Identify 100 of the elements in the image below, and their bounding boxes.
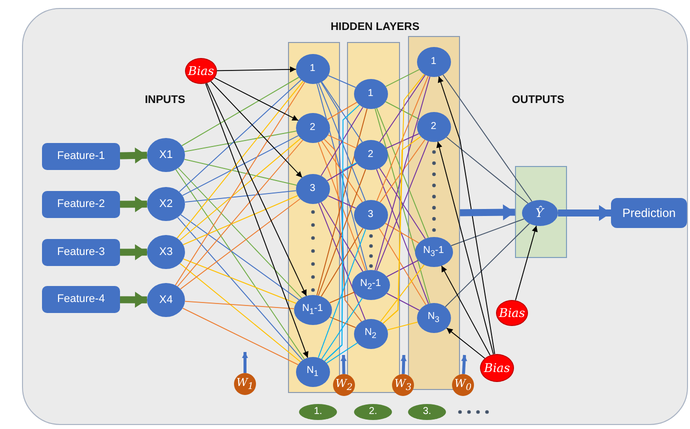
block-arrow bbox=[120, 148, 148, 164]
connection-line bbox=[328, 75, 356, 88]
arrow bbox=[205, 82, 308, 358]
prediction-box: Prediction bbox=[611, 198, 687, 228]
arrow bbox=[206, 82, 307, 296]
connection-line bbox=[182, 135, 299, 196]
connection-line bbox=[379, 74, 426, 143]
connection-line bbox=[386, 260, 419, 278]
connection-line bbox=[321, 298, 363, 360]
weight-arrow bbox=[242, 352, 248, 373]
connection-line bbox=[374, 108, 430, 304]
output-layer-box bbox=[515, 166, 567, 258]
arrow bbox=[446, 328, 486, 359]
connection-line bbox=[324, 138, 362, 322]
arrow bbox=[214, 77, 299, 121]
connection-line bbox=[324, 162, 357, 362]
connection-line bbox=[328, 195, 356, 209]
neuron-circle: 2 bbox=[416, 112, 450, 142]
feature-box: Feature-4 bbox=[42, 286, 120, 313]
connection-line bbox=[318, 202, 366, 320]
connection-line bbox=[174, 82, 306, 286]
arrow bbox=[438, 76, 496, 355]
neuron-circle: N$_{3}$-1 bbox=[414, 236, 452, 266]
connection-line bbox=[385, 101, 420, 120]
connection-line bbox=[379, 168, 426, 240]
connection-line bbox=[177, 140, 304, 287]
connection-line bbox=[386, 133, 420, 149]
block-arrow bbox=[120, 244, 148, 260]
connection-line bbox=[378, 228, 426, 306]
neuron-circle: 2 bbox=[296, 112, 330, 142]
connection-line bbox=[442, 74, 532, 202]
connection-line bbox=[318, 142, 366, 272]
connection-line bbox=[320, 106, 364, 176]
connection-line bbox=[316, 108, 368, 296]
neuron-circle: N$_{1}$-1 bbox=[294, 294, 332, 324]
connection-line bbox=[316, 83, 368, 271]
connection-line bbox=[175, 169, 305, 360]
neuron-circle: N$_{3}$ bbox=[416, 302, 450, 332]
section-heading: HIDDEN LAYERS bbox=[330, 21, 420, 33]
connection-line bbox=[374, 76, 430, 271]
output-node-circle: Ŷ bbox=[522, 200, 558, 226]
connection-line bbox=[386, 322, 418, 330]
connection-line bbox=[178, 168, 302, 298]
neuron-circle: 3 bbox=[296, 174, 330, 204]
connection-line bbox=[320, 202, 364, 272]
feature-box: Feature-1 bbox=[42, 143, 120, 170]
arrow bbox=[515, 225, 538, 301]
connection-line bbox=[184, 130, 297, 152]
feature-box: Feature-3 bbox=[42, 239, 120, 266]
connection-line bbox=[380, 264, 425, 322]
connection-line bbox=[446, 136, 528, 204]
connection-line bbox=[444, 223, 530, 308]
arrow bbox=[441, 265, 491, 356]
connection-line bbox=[450, 218, 524, 246]
connection-line bbox=[184, 190, 297, 203]
connection-line bbox=[385, 69, 420, 87]
connection-line bbox=[321, 140, 363, 203]
connection-line bbox=[326, 342, 358, 364]
arrow bbox=[216, 66, 296, 72]
connection-line bbox=[318, 168, 366, 296]
connection-line bbox=[180, 263, 301, 362]
connection-line bbox=[320, 228, 364, 297]
neuron-circle: N$_{1}$ bbox=[296, 356, 330, 386]
connection-line bbox=[180, 198, 301, 290]
connection-line bbox=[326, 162, 358, 182]
connection-line bbox=[182, 308, 299, 366]
neuron-circle: N$_{2}$ bbox=[354, 318, 388, 348]
weight-arrow bbox=[340, 354, 347, 374]
connection-line bbox=[321, 81, 363, 143]
connection-line bbox=[376, 76, 429, 202]
neuron-circle: 3 bbox=[354, 200, 388, 230]
block-arrow bbox=[120, 292, 148, 308]
connection-line bbox=[384, 222, 420, 244]
connection-line bbox=[328, 134, 356, 148]
connection-line bbox=[326, 102, 358, 120]
neuron-circle: 1 bbox=[416, 46, 450, 76]
weight-arrow bbox=[461, 354, 468, 374]
section-heading: INPUTS bbox=[144, 94, 186, 106]
arrow bbox=[436, 141, 494, 355]
connection-line bbox=[177, 216, 304, 361]
block-arrow bbox=[460, 204, 516, 220]
block-arrow bbox=[558, 205, 611, 221]
connection-line bbox=[179, 138, 302, 241]
section-heading: OUTPUTS bbox=[512, 94, 564, 106]
neuron-circle: 1 bbox=[354, 78, 388, 108]
connection-line bbox=[181, 76, 300, 146]
connection-line bbox=[376, 108, 429, 238]
connection-line bbox=[318, 82, 366, 202]
connection-line bbox=[380, 139, 426, 203]
connection-line bbox=[182, 195, 298, 246]
connection-line bbox=[176, 80, 304, 239]
connection-line bbox=[184, 158, 298, 186]
block-arrow bbox=[120, 196, 148, 212]
connection-line bbox=[329, 316, 356, 328]
connection-line bbox=[182, 258, 296, 304]
connection-line bbox=[329, 292, 355, 304]
arrow bbox=[210, 80, 303, 178]
connection-line bbox=[178, 79, 302, 192]
connection-line bbox=[386, 292, 420, 311]
connection-line bbox=[184, 300, 295, 310]
